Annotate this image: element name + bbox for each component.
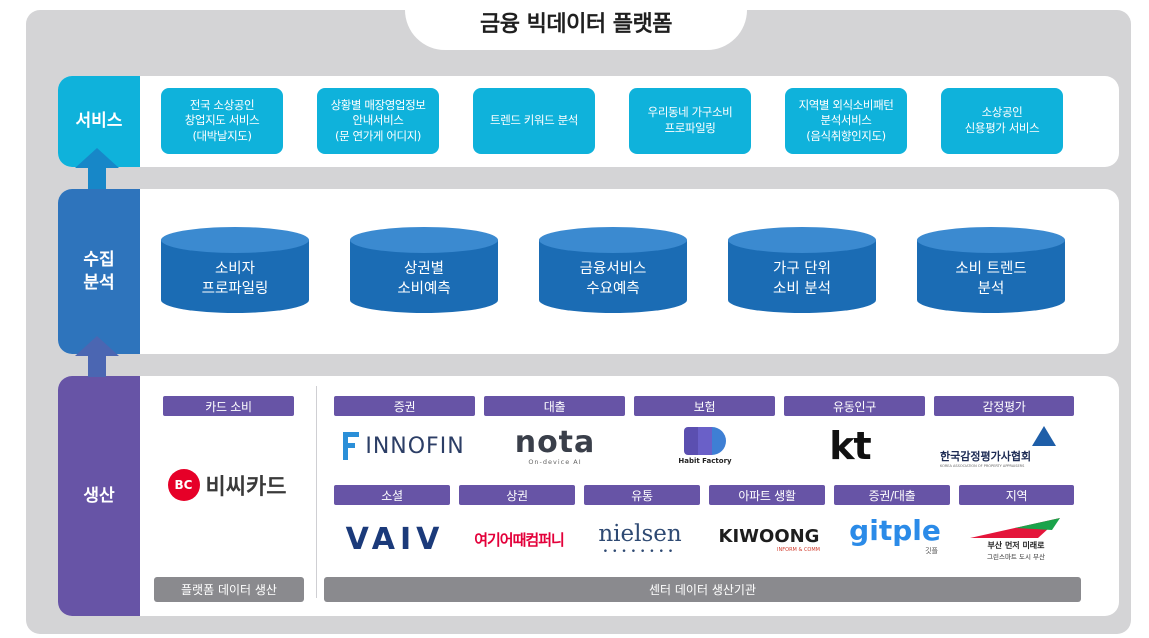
platform-footer-label: 플랫폼 데이터 생산 <box>154 577 304 602</box>
kapa-mark-icon <box>1032 426 1056 446</box>
category-tag: 증권/대출 <box>834 485 950 505</box>
category-tag: 증권 <box>334 396 475 416</box>
card-consumption-tag: 카드 소비 <box>163 396 294 416</box>
innofin-mark-icon <box>343 432 360 460</box>
gitple-text: gitple <box>849 514 941 547</box>
cylinder-shape <box>161 227 309 313</box>
kiwoon-logo: KIWOONG INFORM & COMM <box>710 522 828 558</box>
kiwoon-subtext: INFORM & COMM <box>777 547 820 553</box>
gitple-logo: gitple 깃플 <box>840 512 950 560</box>
service-box: 지역별 외식소비패턴 분석서비스 (음식취향인지도) <box>785 88 907 154</box>
vaiv-logo: VAIV <box>340 519 450 559</box>
yeogi-logo: 여기어때컴퍼니 <box>458 522 580 556</box>
cylinder-shape <box>350 227 498 313</box>
kt-logo: kt <box>810 424 890 468</box>
category-tag: 유통 <box>584 485 700 505</box>
analysis-cylinder: 상권별 소비예측 <box>349 226 499 314</box>
analysis-label: 상권별 소비예측 <box>397 261 451 297</box>
production-layer-label: 생산 <box>58 376 140 616</box>
bccard-mark-icon: BC <box>167 469 200 501</box>
kapa-subtext: KOREA ASSOCIATION OF PROPERTY APPRAISERS <box>940 464 1025 468</box>
kt-text: kt <box>829 424 871 468</box>
category-tag: 지역 <box>959 485 1074 505</box>
analysis-label: 금융서비스 수요예측 <box>579 261 647 297</box>
analysis-label: 소비자 프로파일링 <box>201 261 269 297</box>
category-tag: 유동인구 <box>784 396 925 416</box>
category-tag: 보험 <box>634 396 775 416</box>
busan-text-block: 부산 먼저 미래로 그린스마트 도시 부산 <box>987 540 1045 561</box>
nielsen-dots: •••••••• <box>602 547 678 557</box>
arrow-up-icon <box>75 336 119 377</box>
service-layer-label: 서비스 <box>58 76 140 167</box>
habit-factory-mark-icon <box>684 427 726 455</box>
bccard-logo: BC 비씨카드 <box>152 467 302 503</box>
nota-subtext: On-device AI <box>528 458 582 466</box>
service-box: 상황별 매장영업정보 안내서비스 (문 연가게 어디지) <box>317 88 439 154</box>
innofin-text: INNOFIN <box>365 433 465 459</box>
busan-subslogan: 그린스마트 도시 부산 <box>987 552 1045 561</box>
nota-text: nota <box>514 425 596 460</box>
kapa-logo: 한국감정평가사협회 KOREA ASSOCIATION OF PROPERTY … <box>940 426 1070 470</box>
busan-logo: 부산 먼저 미래로 그린스마트 도시 부산 <box>960 516 1072 562</box>
bccard-name: 비씨카드 <box>205 475 287 500</box>
service-box: 전국 소상공인 창업지도 서비스 (대박날지도) <box>161 88 283 154</box>
busan-mark-icon <box>970 518 1060 538</box>
analysis-cylinder: 소비 트렌드 분석 <box>916 226 1066 314</box>
arrow-up-icon <box>75 148 119 189</box>
analysis-layer-label: 수집 분석 <box>58 189 140 354</box>
category-tag: 소셜 <box>334 485 450 505</box>
service-box: 우리동네 가구소비 프로파일링 <box>629 88 751 154</box>
analysis-cylinder: 가구 단위 소비 분석 <box>727 226 877 314</box>
habit-factory-logo: Habit Factory <box>660 420 750 472</box>
category-tag: 아파트 생활 <box>709 485 825 505</box>
service-box: 소상공인 신용평가 서비스 <box>941 88 1063 154</box>
vaiv-text: VAIV <box>345 521 445 557</box>
nielsen-text: nielsen <box>598 521 682 547</box>
divider <box>316 386 317 598</box>
cylinder-shape <box>728 227 876 313</box>
center-footer-label: 센터 데이터 생산기관 <box>324 577 1081 602</box>
category-tag: 상권 <box>459 485 575 505</box>
nota-logo: nota On-device AI <box>500 425 610 469</box>
kapa-text: 한국감정평가사협회 <box>940 450 1032 463</box>
category-tag: 감정평가 <box>934 396 1074 416</box>
kiwoon-text: KIWOONG <box>718 526 820 547</box>
innofin-logo: INNOFIN <box>334 428 474 464</box>
gitple-subtext: 깃플 <box>925 547 938 555</box>
analysis-cylinder: 금융서비스 수요예측 <box>538 226 688 314</box>
busan-slogan: 부산 먼저 미래로 <box>987 540 1045 550</box>
nielsen-logo: nielsen •••••••• <box>588 518 692 560</box>
cylinder-shape <box>917 227 1065 313</box>
title-tab <box>405 0 747 50</box>
category-tag: 대출 <box>484 396 625 416</box>
service-box: 트렌드 키워드 분석 <box>473 88 595 154</box>
cylinder-shape <box>539 227 687 313</box>
yeogi-text: 여기어때컴퍼니 <box>474 530 565 549</box>
analysis-label: 가구 단위 소비 분석 <box>773 261 831 297</box>
diagram-title: 금융 빅데이터 플랫폼 <box>480 12 672 37</box>
analysis-cylinder: 소비자 프로파일링 <box>160 226 310 314</box>
habit-factory-text: Habit Factory <box>678 457 732 465</box>
analysis-label: 소비 트렌드 분석 <box>955 261 1027 297</box>
